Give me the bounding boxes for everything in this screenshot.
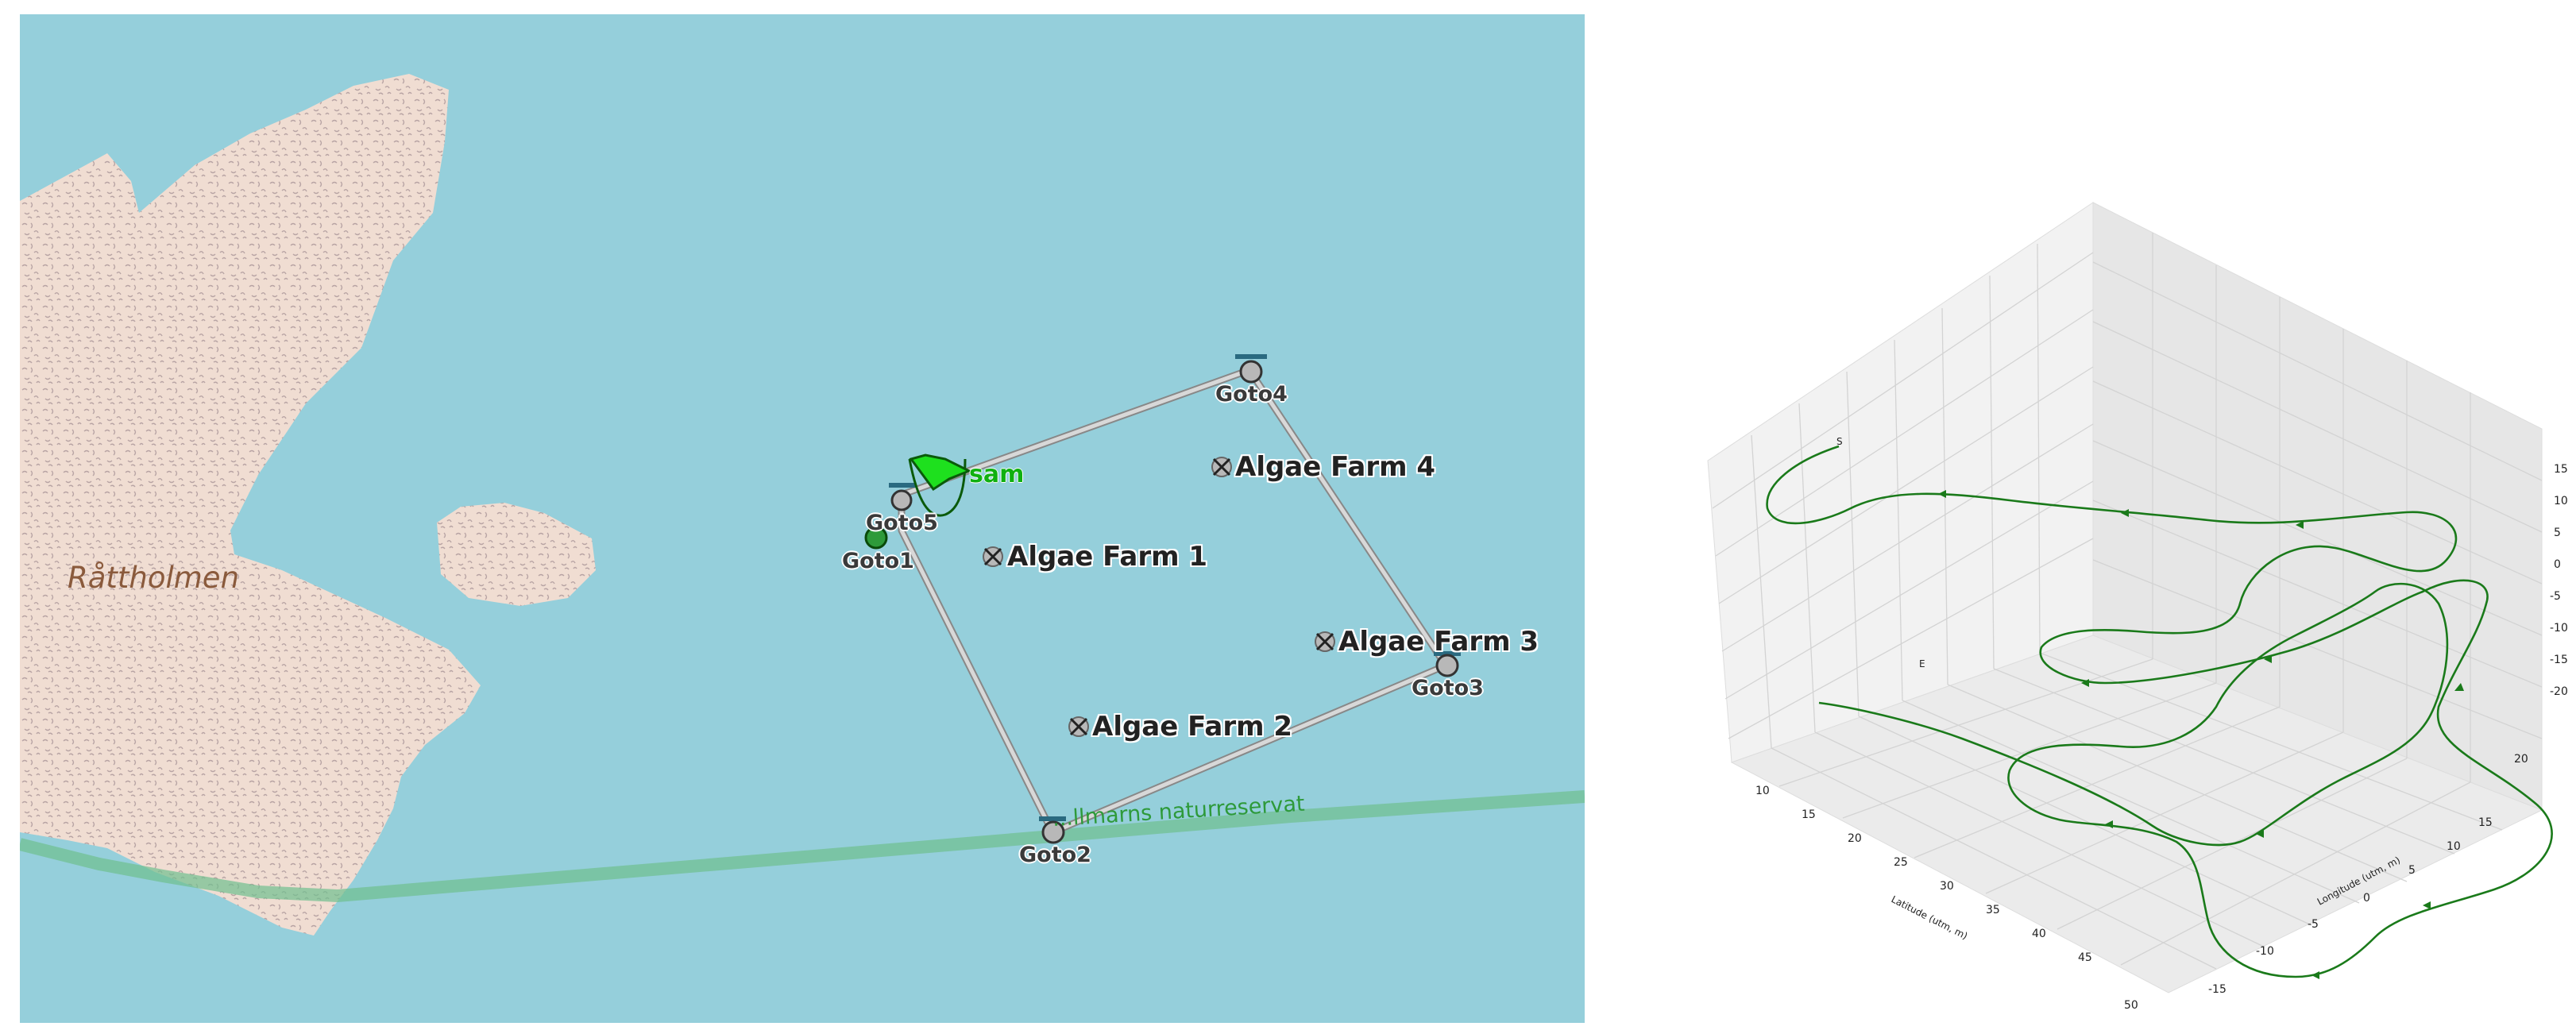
- islet-middle: [437, 503, 596, 606]
- svg-text:15: 15: [2554, 463, 2568, 476]
- mission-map[interactable]: Råttholmen sam ...llmarns naturreservat …: [20, 14, 1585, 1023]
- mission-route[interactable]: [898, 366, 1450, 836]
- plot-canvas: S E 15 10 5 0 -5 -10 -15 -20 10 15 20 25…: [1707, 202, 2568, 1012]
- svg-text:0: 0: [2554, 558, 2561, 571]
- trajectory-end-marker: E: [1919, 658, 1925, 669]
- waypoint-goto2-label[interactable]: Goto2: [1019, 843, 1091, 867]
- svg-text:15: 15: [1802, 808, 1816, 821]
- trajectory-direction-arrows: [1938, 490, 2464, 979]
- nature-reserve-boundary: [20, 790, 1585, 903]
- waypoint-goto1-marker[interactable]: [864, 526, 888, 550]
- waypoint-goto3-label[interactable]: Goto3: [1412, 676, 1484, 700]
- x-axis-ticks: 10 15 20 25 30 35 40 45 50: [1755, 785, 2138, 1012]
- farm-4-label[interactable]: Algae Farm 4: [1235, 451, 1436, 483]
- islet-north: [44, 291, 159, 392]
- svg-text:-5: -5: [2308, 918, 2319, 931]
- waypoint-goto5-marker[interactable]: [889, 483, 916, 511]
- y-axis-ticks: -15 -10 -5 0 5 10 15 20: [2208, 753, 2528, 996]
- waypoint-goto4-marker[interactable]: [1235, 354, 1267, 384]
- waypoint-goto5-label[interactable]: Goto5: [866, 511, 938, 535]
- vehicle-sam-icon[interactable]: [908, 453, 972, 517]
- svg-text:-20: -20: [2550, 685, 2568, 698]
- waypoint-goto3-marker[interactable]: [1434, 651, 1461, 677]
- svg-text:20: 20: [1848, 832, 1862, 845]
- map-canvas: [20, 14, 1585, 1023]
- x-axis-label: Latitude (utm, m): [1890, 893, 1970, 942]
- trajectory-3d-plot: S E 15 10 5 0 -5 -10 -15 -20 10 15 20 25…: [1660, 159, 2574, 1032]
- svg-text:50: 50: [2124, 999, 2138, 1012]
- vehicle-label: sam: [969, 461, 1025, 488]
- island-rattholmen: [20, 74, 481, 936]
- waypoint-goto2-marker[interactable]: [1039, 816, 1066, 844]
- waypoint-goto1-label[interactable]: Goto1: [842, 549, 914, 573]
- svg-text:30: 30: [1940, 880, 1954, 893]
- svg-text:-10: -10: [2256, 945, 2274, 958]
- svg-text:-5: -5: [2550, 590, 2561, 603]
- farm-1-label[interactable]: Algae Farm 1: [1007, 541, 1208, 573]
- svg-text:-15: -15: [2208, 983, 2226, 996]
- svg-text:0: 0: [2363, 892, 2370, 905]
- farm-2-label[interactable]: Algae Farm 2: [1092, 711, 1293, 743]
- svg-text:10: 10: [2554, 495, 2568, 507]
- trajectory-start-marker: S: [1836, 436, 1843, 447]
- svg-text:25: 25: [1894, 856, 1908, 869]
- svg-text:10: 10: [2447, 840, 2461, 853]
- farm-1-marker[interactable]: [983, 546, 1003, 567]
- svg-text:10: 10: [1755, 785, 1770, 797]
- farm-3-label[interactable]: Algae Farm 3: [1338, 626, 1539, 658]
- grid: [1712, 233, 2543, 970]
- waypoint-goto4-label[interactable]: Goto4: [1215, 382, 1288, 407]
- svg-text:20: 20: [2514, 753, 2528, 766]
- farm-4-marker[interactable]: [1211, 457, 1232, 477]
- svg-text:15: 15: [2478, 816, 2493, 829]
- svg-text:40: 40: [2032, 928, 2046, 940]
- svg-text:-10: -10: [2550, 622, 2568, 635]
- svg-text:35: 35: [1986, 904, 2000, 916]
- farm-2-marker[interactable]: [1068, 716, 1089, 737]
- z-axis-ticks: 15 10 5 0 -5 -10 -15 -20: [2550, 463, 2568, 698]
- svg-text:5: 5: [2554, 527, 2561, 539]
- farm-3-marker[interactable]: [1315, 631, 1335, 652]
- svg-text:45: 45: [2078, 951, 2092, 964]
- svg-text:5: 5: [2408, 864, 2416, 877]
- trajectory-line: [1766, 445, 2553, 978]
- svg-text:-15: -15: [2550, 654, 2568, 666]
- island-label: Råttholmen: [68, 561, 240, 595]
